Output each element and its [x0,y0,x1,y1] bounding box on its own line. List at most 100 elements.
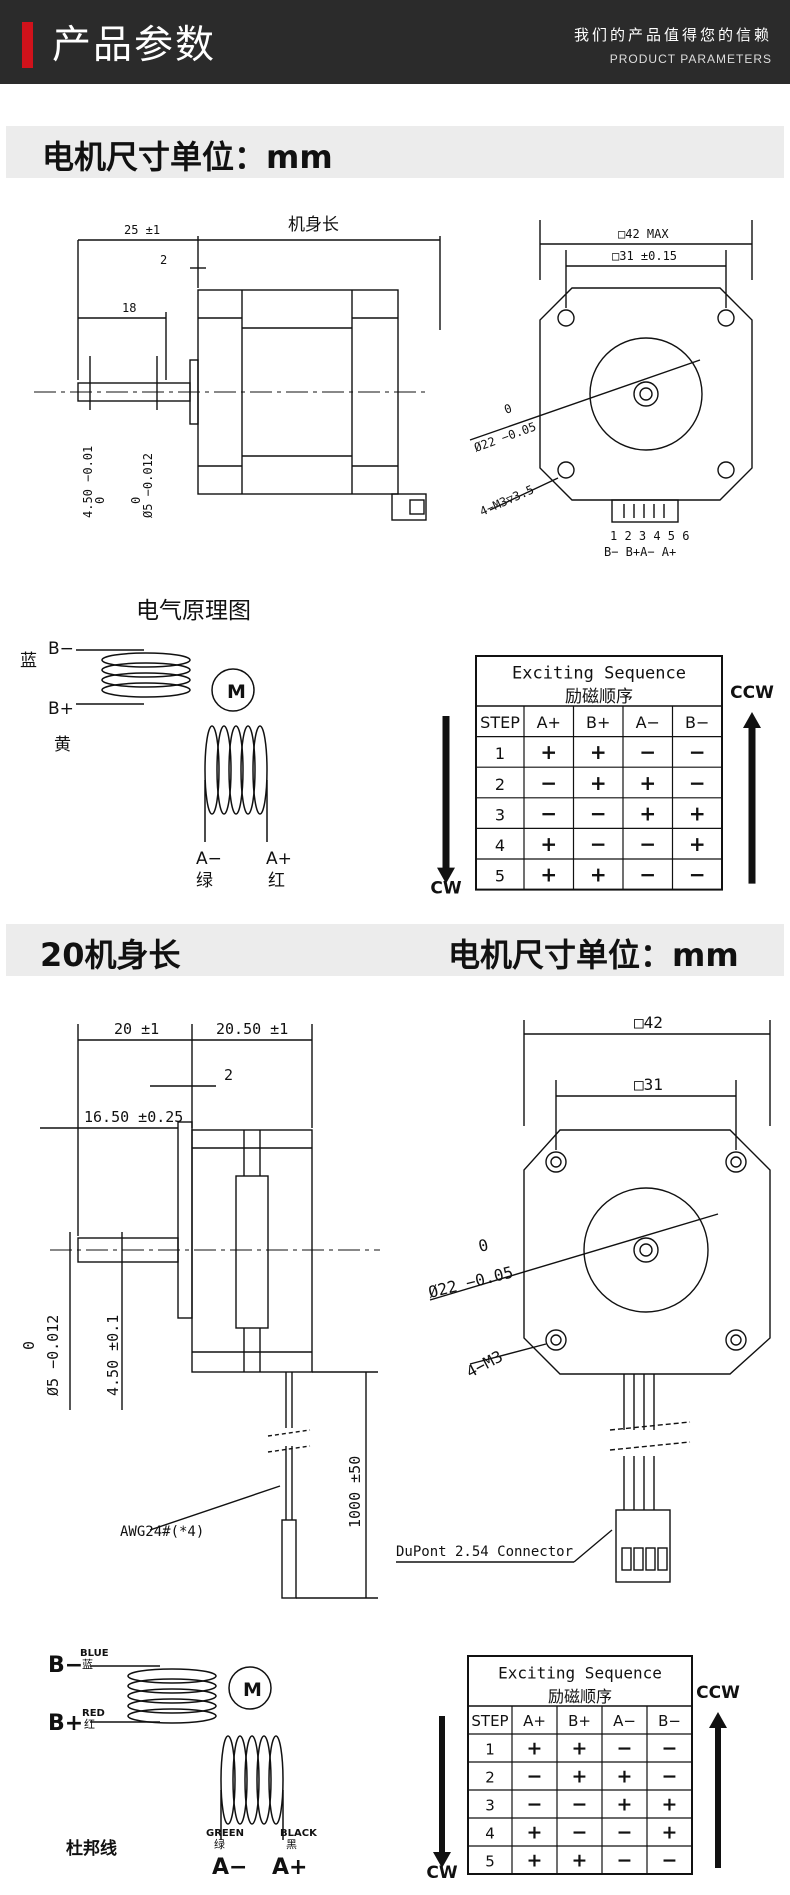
accent-bar [22,22,33,68]
pin-numbers: 1 2 3 4 5 6 [610,529,689,543]
label-blue: 蓝 [20,651,37,671]
label20-black-en: BLACK [280,1828,318,1839]
sequence-title-cn: 励磁顺序 [548,1687,612,1706]
sequence-header-cell: STEP [480,713,520,732]
label20-red-en: RED [82,1708,105,1719]
sequence-header-cell: B+ [586,713,610,732]
sequence-cell: − [527,1766,543,1788]
schematic-title: 电气原理图 [136,598,251,624]
dim20-2: 2 [224,1066,233,1084]
sequence-cell: + [639,801,656,825]
sequence-header-cell: B− [658,1712,681,1730]
header-subtitle: PRODUCT PARAMETERS [609,52,772,66]
dim-31: □31 ±0.15 [612,249,677,263]
label-b-plus: B+ [48,699,74,719]
dim20-d22: Ø22 −0.05 [426,1262,515,1301]
sequence-header-cell: A+ [537,713,561,732]
sequence-cell: + [662,1822,678,1844]
dim-18: 18 [122,301,136,315]
ccw-arrow-head [743,712,761,728]
sequence-cell: 4 [495,836,505,855]
dim-d22: Ø22 −0.05 [472,419,538,454]
sequence-cell: + [590,771,607,795]
section2-band-left: 20机身长 [40,936,181,974]
dim-d5-tol: 0 [129,497,143,504]
dim20-1650: 16.50 ±0.25 [84,1108,183,1126]
sequence-header-cell: STEP [471,1712,508,1730]
sequence-frame [467,1655,693,1875]
sequence-cell: + [572,1738,588,1760]
coil20-b [90,1665,217,1724]
dim20-42: □42 [634,1013,663,1032]
label20-black: 黑 [286,1838,297,1851]
label-red: 红 [268,871,285,891]
sequence-cell: + [617,1766,633,1788]
sequence-cell: − [540,801,557,825]
sequence-cell: − [617,1738,633,1760]
section1-band: 电机尺寸单位：mm [6,126,784,178]
label20-b-minus: B− [48,1653,83,1678]
label20-dupont-wire: 杜邦线 [66,1838,117,1859]
dim20-d450: 4.50 ±0.1 [104,1315,122,1396]
coil-b [76,649,191,705]
sequence-cell: + [527,1738,543,1760]
ccw-label: CCW [730,683,774,703]
sequence-cell: − [639,740,656,764]
sequence-cell: 5 [485,1853,495,1871]
sequence-cell: − [689,740,706,764]
sequence-cell: − [617,1822,633,1844]
motor20-side-view [40,1024,380,1599]
motor20-symbol: M [243,1679,262,1701]
motor-side-view [34,236,441,521]
label-a-minus: A− [196,849,222,869]
sequence-cell: − [662,1766,678,1788]
label20-a-plus: A+ [272,1855,307,1880]
sequence-cell: + [590,740,607,764]
sequence-cell: 3 [485,1797,495,1815]
dim20-m3: 4−M3 [463,1347,506,1382]
label20-green-en: GREEN [206,1828,244,1839]
motor-front-view [469,220,753,523]
dim20-dupont: DuPont 2.54 Connector [396,1544,573,1560]
ccw-arrow-head [709,1712,727,1728]
label20-blue: 蓝 [82,1658,93,1671]
dim20-awg: AWG24#(*4) [120,1524,204,1540]
sequence-cell: − [662,1738,678,1760]
sequence-title-cn: 励磁顺序 [565,687,633,707]
dim20-d5: Ø5 −0.012 [44,1315,62,1396]
dim20-2050: 20.50 ±1 [216,1020,288,1038]
sequence-cell: − [540,771,557,795]
sequence-cell: + [527,1822,543,1844]
sequence-cell: 4 [485,1825,495,1843]
label-b-minus: B− [48,639,74,659]
sequence-cell: + [689,801,706,825]
dim-d450: 4.50 −0.01 [81,446,95,518]
sequence-cell: − [572,1794,588,1816]
sequence-cell: + [540,740,557,764]
sequence-cell: + [689,832,706,856]
sequence-header-cell: B+ [568,1712,591,1730]
dim-25: 25 ±1 [124,223,160,237]
sequence-header-cell: B− [685,713,709,732]
sequence-header-cell: A− [636,713,660,732]
coil-a [204,668,268,842]
section1-band-title: 电机尺寸单位：mm [42,138,333,176]
motor20-front-view [396,1020,771,1583]
sequence-cell: + [540,832,557,856]
sequence-cell: 3 [495,805,505,824]
sequence-title-en: Exciting Sequence [512,664,686,684]
dim-d22-tol: 0 [502,401,514,417]
sequence-header-cell: A+ [523,1712,546,1730]
dim20-d22-tol: 0 [476,1235,490,1256]
coil20-a [220,1666,284,1840]
dim20-31: □31 [634,1075,663,1094]
sequence-cell: − [639,832,656,856]
label20-blue-en: BLUE [80,1648,109,1659]
motor-dimension-drawing: 25 ±1 机身长 2 18 0 4.50 −0.01 0 Ø5 −0.012 … [34,215,753,559]
section2-band-right: 电机尺寸单位：mm [448,936,739,974]
dim20-d5-tol: 0 [20,1341,38,1350]
label20-a-minus: A− [212,1855,247,1880]
header-slogan: 我们的产品值得您的信赖 [573,26,772,44]
